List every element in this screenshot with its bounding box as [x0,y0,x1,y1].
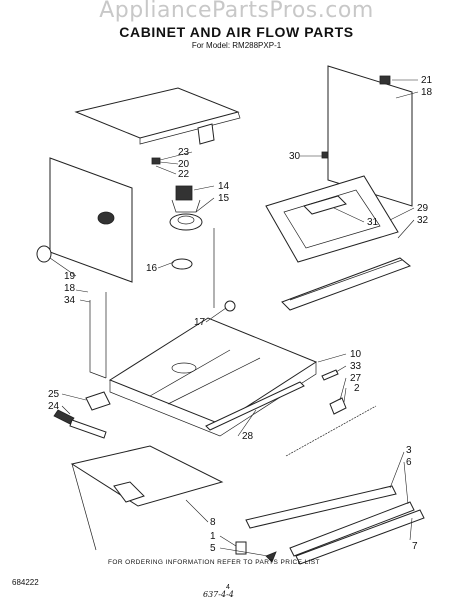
callout-32: 32 [417,215,429,226]
switch-part [235,541,247,555]
callout-28: 28 [242,431,254,442]
callout-33: 33 [350,361,362,372]
connector-part [151,157,161,165]
bracket-part [329,397,347,415]
vent-strip [281,257,412,311]
trim-bars [245,485,425,565]
callout-5: 5 [210,543,216,554]
callout-20: 20 [178,159,190,170]
rod-part [321,369,339,381]
right-side-panel [321,65,413,207]
diagram-title: CABINET AND AIR FLOW PARTS [119,24,354,40]
callout-6: 6 [406,457,412,468]
clip-part [265,551,277,563]
callout-17: 17 [194,317,206,328]
top-panel [74,87,241,145]
callout-21: 21 [421,75,433,86]
callout-3: 3 [406,445,412,456]
callout-14: 14 [218,181,230,192]
model-line: For Model: RM288PXP-1 [191,41,282,50]
callout-18-left: 18 [64,283,76,294]
left-side-panel [49,157,133,283]
callout-19: 19 [64,271,76,282]
grommet-part [36,245,52,263]
callout-1: 1 [210,531,216,542]
bottom-duct-panel [70,445,224,551]
callout-25: 25 [48,389,60,400]
callout-30: 30 [289,151,301,162]
cabinet-base [89,228,318,437]
gasket-strip [285,405,377,457]
vent-clip [53,391,111,439]
callout-29: 29 [417,203,429,214]
callout-31: 31 [367,217,379,228]
page-number: 4 [226,584,230,591]
callout-18-right: 18 [421,87,433,98]
callout-15: 15 [218,193,230,204]
figure-code: 684222 [12,578,39,587]
ordering-note: FOR ORDERING INFORMATION REFER TO PARTS … [108,559,320,566]
watermark: AppliancePartsPros.com [99,0,374,23]
callout-34: 34 [64,295,76,306]
callout-24: 24 [48,401,60,412]
handwritten-note: 637-4-4 [203,590,234,599]
callout-2: 2 [354,383,360,394]
bushing-part [224,300,236,312]
rail-part [205,381,305,431]
front-frame [265,175,399,263]
callout-22: 22 [178,169,190,180]
callout-27: 27 [350,373,362,384]
callout-8: 8 [210,517,216,528]
callout-10: 10 [350,349,362,360]
callout-23: 23 [178,147,190,158]
callout-7: 7 [412,541,418,552]
leader-lines [49,79,419,557]
callout-16: 16 [146,263,158,274]
fan-motor-assembly [169,185,203,270]
